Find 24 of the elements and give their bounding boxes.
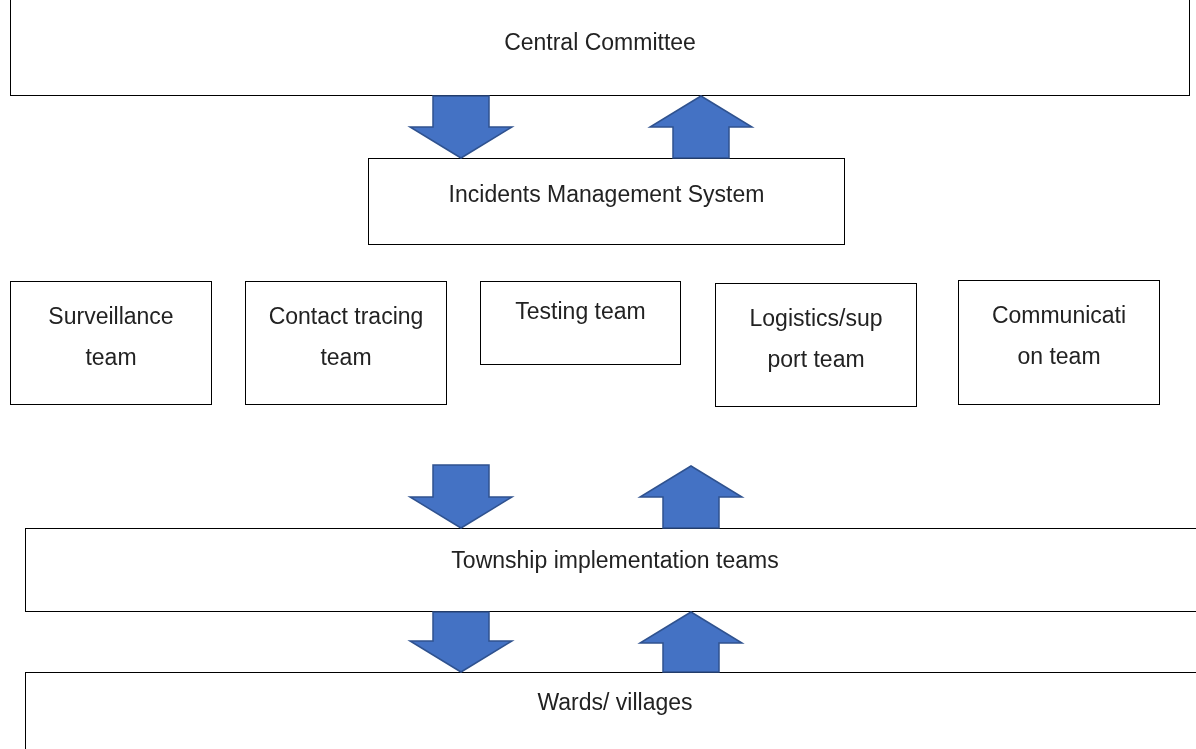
box-label: Testing team	[515, 297, 646, 326]
process-box	[368, 158, 845, 245]
box-label: Township implementation teams	[451, 546, 779, 575]
block-arrow	[407, 611, 515, 673]
box-label: Surveillance team	[47, 302, 175, 372]
process-box	[10, 281, 212, 405]
box-label: Central Committee	[504, 28, 696, 57]
process-box	[10, 0, 1190, 96]
process-box	[958, 280, 1160, 405]
block-arrow	[637, 611, 745, 673]
block-arrow	[637, 465, 745, 529]
box-label: Incidents Management System	[448, 180, 765, 209]
block-arrow	[647, 95, 755, 159]
process-box	[245, 281, 447, 405]
box-label: Wards/ villages	[537, 688, 693, 717]
box-label: Contact tracing team	[267, 302, 425, 372]
box-label: Communicati on team	[990, 301, 1128, 371]
box-label: Logistics/sup port team	[748, 304, 884, 374]
process-box	[25, 672, 1196, 749]
process-box	[715, 283, 917, 407]
block-arrow	[407, 95, 515, 159]
process-box	[25, 528, 1196, 612]
process-box	[480, 281, 681, 365]
block-arrow	[407, 464, 515, 529]
